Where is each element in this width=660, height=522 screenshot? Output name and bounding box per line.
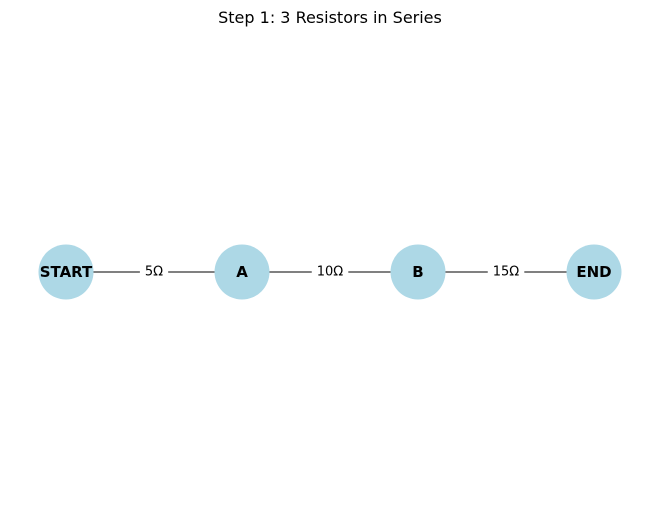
diagram-title: Step 1: 3 Resistors in Series [218,8,442,27]
node-circle [38,244,94,300]
node-a: A [214,244,270,300]
node-label: END [576,263,611,281]
node-label: A [236,263,248,281]
node-circle [566,244,622,300]
node-circle [390,244,446,300]
node-end: END [566,244,622,300]
node-start: START [38,244,94,300]
edges-layer: 5Ω 10Ω 15Ω [66,262,594,282]
nodes-layer: START A B END [38,244,622,300]
node-label: START [40,263,93,281]
resistor-label: 5Ω [145,265,163,280]
resistor-label-background [139,262,169,282]
node-b: B [390,244,446,300]
resistor-label: 15Ω [493,265,520,280]
node-label: B [412,263,423,281]
resistor-label: 10Ω [317,265,344,280]
node-circle [214,244,270,300]
resistor-label-background [311,262,349,282]
resistor-label-background [487,262,525,282]
